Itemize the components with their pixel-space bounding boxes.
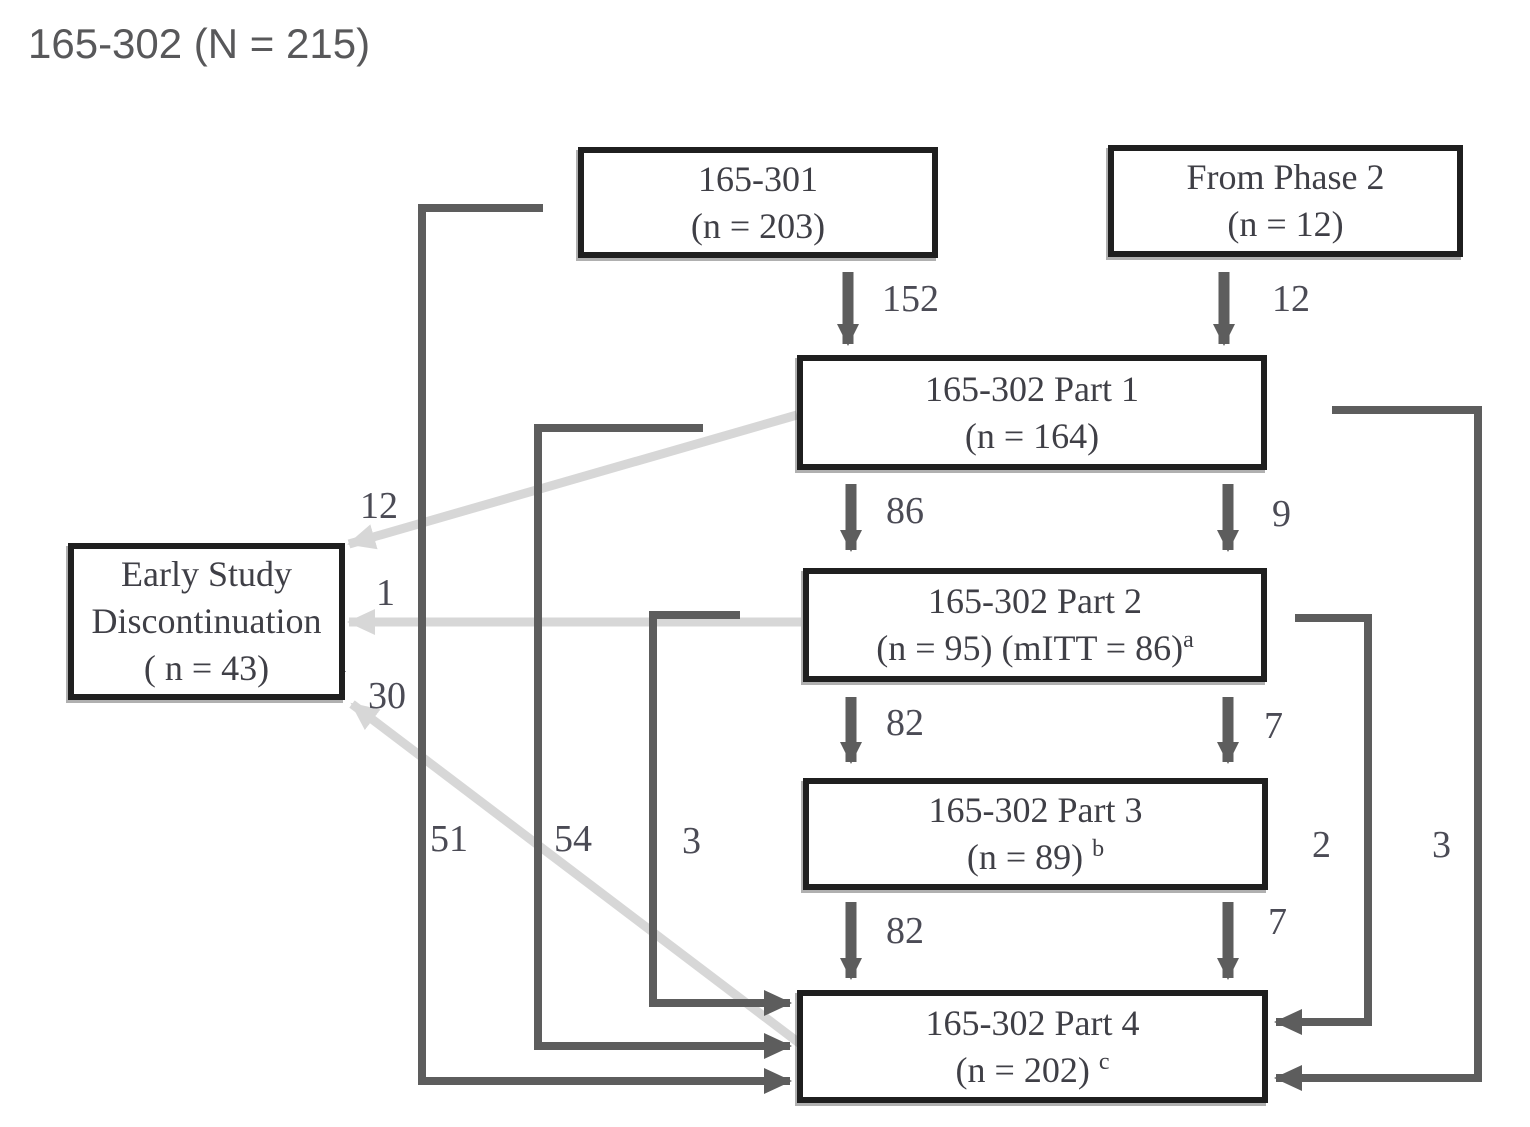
box-165-301: 165-301 (n = 203) bbox=[578, 147, 938, 258]
count-7-lower: 7 bbox=[1268, 901, 1287, 943]
discontinuation-arrows bbox=[347, 410, 806, 1050]
count-3-left: 3 bbox=[682, 820, 701, 862]
count-3-right: 3 bbox=[1432, 824, 1451, 866]
box-early-discontinuation-line3: ( n = 43) bbox=[143, 647, 270, 688]
main-flow-arrows bbox=[837, 272, 1239, 980]
box-part2-line2-text: (n = 95) (mITT = 86) bbox=[876, 628, 1184, 668]
count-2-right: 2 bbox=[1312, 824, 1331, 866]
box-part3-footnote-mark: b bbox=[1092, 836, 1105, 862]
box-165-301-line2: (n = 203) bbox=[690, 205, 826, 246]
box-part4: 165-302 Part 4 (n = 202) c bbox=[797, 990, 1268, 1103]
count-12-top: 12 bbox=[1272, 278, 1310, 320]
box-part4-footnote-mark: c bbox=[1098, 1048, 1110, 1075]
box-early-discontinuation-line2: Discontinuation bbox=[91, 601, 322, 642]
bypass-lines bbox=[418, 204, 1482, 1094]
count-86: 86 bbox=[886, 490, 924, 532]
box-early-discontinuation: Early Study Discontinuation ( n = 43) bbox=[68, 543, 345, 700]
box-part3-line2-text: (n = 89) bbox=[966, 837, 1093, 877]
box-part4-line2-text: (n = 202) bbox=[955, 1049, 1099, 1090]
count-12-discontinuation: 12 bbox=[360, 485, 398, 527]
box-part4-line1: 165-302 Part 4 bbox=[925, 1002, 1140, 1043]
line-3-right-bypass bbox=[1274, 406, 1482, 1091]
box-from-phase2-line1: From Phase 2 bbox=[1186, 157, 1385, 198]
count-30: 30 bbox=[368, 675, 406, 717]
box-part2-line1: 165-302 Part 2 bbox=[928, 581, 1142, 622]
box-part3-line2: (n = 89) b bbox=[967, 834, 1104, 881]
count-1-discontinuation: 1 bbox=[376, 572, 395, 614]
box-part1: 165-302 Part 1 (n = 164) bbox=[797, 355, 1267, 470]
arrow-part1-to-discontinuation bbox=[347, 410, 799, 550]
box-part2-footnote-mark: a bbox=[1183, 627, 1194, 653]
count-51: 51 bbox=[430, 818, 468, 860]
box-from-phase2: From Phase 2 (n = 12) bbox=[1108, 145, 1463, 257]
box-part1-line2: (n = 164) bbox=[964, 415, 1100, 456]
count-82-upper: 82 bbox=[886, 702, 924, 744]
count-9: 9 bbox=[1272, 493, 1291, 535]
box-part3-line1: 165-302 Part 3 bbox=[928, 790, 1143, 831]
line-3-left-bypass bbox=[649, 611, 792, 1016]
box-part3: 165-302 Part 3 (n = 89) b bbox=[803, 778, 1268, 890]
diagram-title: 165-302 (N = 215) bbox=[28, 20, 371, 67]
count-54: 54 bbox=[554, 818, 592, 860]
box-part2-line2: (n = 95) (mITT = 86)a bbox=[876, 625, 1194, 672]
box-part2: 165-302 Part 2 (n = 95) (mITT = 86)a bbox=[803, 568, 1267, 682]
box-part4-line2: (n = 202) c bbox=[956, 1047, 1110, 1094]
count-152: 152 bbox=[882, 278, 939, 320]
box-early-discontinuation-line1: Early Study bbox=[121, 554, 292, 595]
line-51-bypass bbox=[418, 204, 792, 1094]
box-part1-line1: 165-302 Part 1 bbox=[925, 368, 1139, 409]
line-54-bypass bbox=[534, 424, 792, 1059]
box-165-301-line1: 165-301 bbox=[698, 158, 818, 199]
box-from-phase2-line2: (n = 12) bbox=[1227, 204, 1344, 244]
count-82-lower: 82 bbox=[886, 910, 924, 952]
line-2-right-bypass bbox=[1274, 614, 1372, 1035]
count-7-upper: 7 bbox=[1264, 705, 1283, 747]
arrow-part4-to-discontinuation bbox=[349, 700, 806, 1050]
